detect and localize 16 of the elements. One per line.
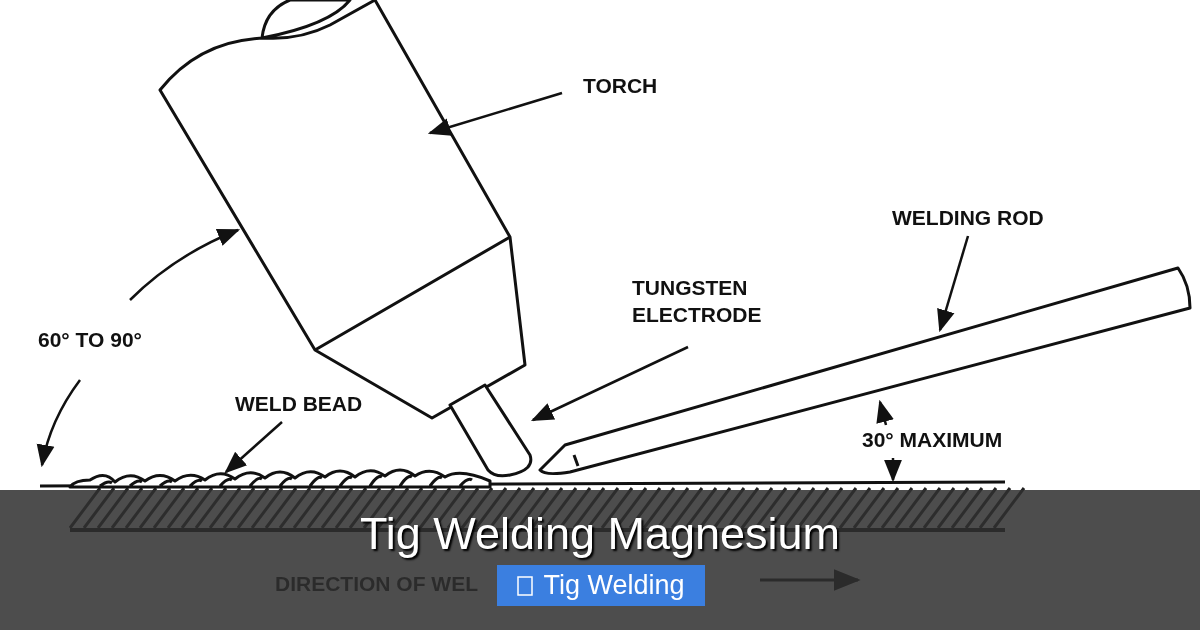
callout-label: WELDING ROD — [892, 204, 1044, 232]
callout-label: WELD BEAD — [235, 390, 363, 418]
torch-drawing — [158, 0, 527, 420]
leader-line — [937, 235, 970, 333]
leader-line — [224, 421, 283, 474]
callout-label: TUNGSTEN ELECTRODE — [632, 274, 772, 329]
category-tag: Tig Welding — [497, 565, 705, 606]
angle-label: 30° MAXIMUM — [862, 427, 1003, 453]
callout-label: TORCH — [583, 72, 658, 100]
leader-line — [427, 91, 563, 136]
electrode-drawing — [448, 383, 533, 478]
welding-rod-drawing — [538, 266, 1192, 476]
angle-label: 60° TO 90° — [38, 327, 142, 353]
weld-bead-drawing — [68, 468, 492, 489]
leader-line — [530, 345, 689, 422]
title: Tig Welding Magnesium — [359, 508, 841, 559]
